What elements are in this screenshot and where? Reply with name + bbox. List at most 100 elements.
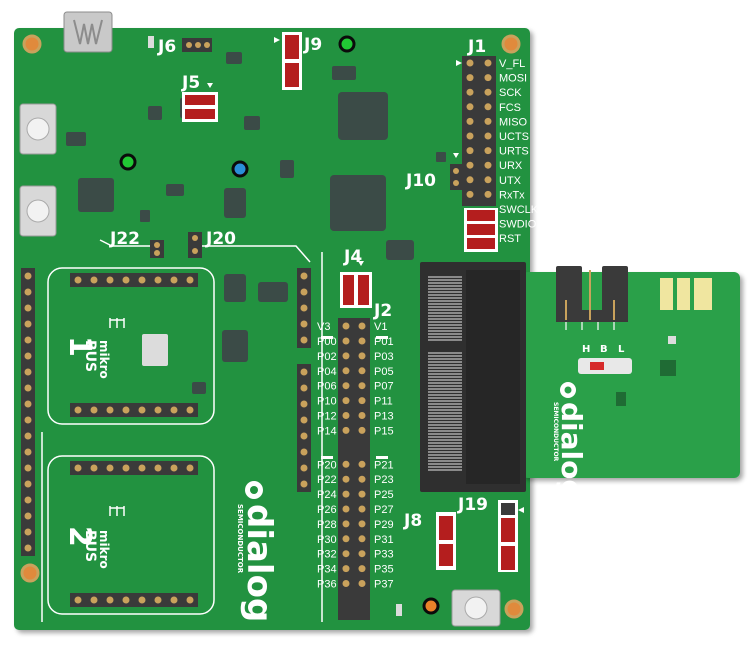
- daughter-board: [522, 272, 740, 478]
- j2-pin-label: P15: [374, 425, 394, 437]
- j2-pin-label: P26: [317, 504, 337, 516]
- contact: [428, 421, 462, 423]
- contact: [428, 415, 462, 417]
- header-j22: [150, 240, 164, 258]
- j1-pin-pad: [466, 88, 474, 96]
- socket-pin-pad: [138, 406, 146, 414]
- socket-pin-pad: [122, 464, 130, 472]
- j2-pin-label: P02: [317, 351, 337, 363]
- socket-pin-pad: [300, 480, 308, 488]
- daughter-header: [556, 266, 628, 322]
- contact: [428, 460, 462, 462]
- socket-pin-pad: [300, 368, 308, 376]
- contact: [428, 282, 462, 284]
- reset-button: [19, 103, 57, 155]
- j2-pin-pad: [358, 475, 366, 483]
- label-j9: J9: [303, 35, 322, 55]
- contact: [428, 279, 462, 281]
- contact: [428, 436, 462, 438]
- socket-pin-pad: [138, 276, 146, 284]
- socket-pin-pad: [186, 464, 194, 472]
- j2-pin-pad: [342, 426, 350, 434]
- label-j1: J1: [467, 37, 486, 57]
- mikrobus-socket-1-outline: [47, 267, 215, 425]
- j2-pin-pad: [342, 565, 350, 573]
- j1-pin-pad: [484, 117, 492, 125]
- socket-pin-pad: [24, 272, 32, 280]
- socket-pin-pad: [154, 464, 162, 472]
- mikrobus-1-brand: mikro: [97, 340, 111, 379]
- connector-contacts: [428, 270, 520, 484]
- socket-pin-pad: [90, 276, 98, 284]
- mikrobus-1-bus: BUS: [82, 340, 98, 372]
- socket-pin-pad: [300, 336, 308, 344]
- j2-pin-label: P07: [374, 381, 394, 393]
- j2-pin-label: P27: [374, 504, 394, 516]
- mikrobus-2-label: mikro BUS 2: [62, 526, 111, 569]
- jumper-j19: [498, 500, 524, 572]
- socket-pin-pad: [154, 406, 162, 414]
- socket-pin-pad: [24, 496, 32, 504]
- contact: [428, 427, 462, 429]
- mikrobus-1-module: [142, 334, 168, 366]
- socket-pin-pad: [24, 512, 32, 520]
- header-j2: [338, 318, 370, 620]
- contact: [428, 385, 462, 387]
- contact: [428, 355, 462, 357]
- j2-pin-label: P37: [374, 579, 394, 591]
- j1-pin-pad: [466, 176, 474, 184]
- socket-pin-pad: [300, 320, 308, 328]
- j2-pin-pad: [358, 565, 366, 573]
- label-j6: J6: [157, 37, 176, 57]
- socket-pin-pad: [138, 464, 146, 472]
- contact: [428, 291, 462, 293]
- jumper-j4: [340, 261, 372, 308]
- j1-pin-pad: [484, 161, 492, 169]
- mikrobus-socket-2-outline: [47, 455, 215, 615]
- contact: [428, 358, 462, 360]
- socket-pin-pad: [186, 276, 194, 284]
- contact: [428, 457, 462, 459]
- contact: [428, 352, 462, 354]
- contact: [428, 315, 462, 317]
- j1-pin-label: SWDIO: [499, 219, 537, 231]
- socket-pin-pad: [74, 464, 82, 472]
- j1-pin-label: UTX: [499, 175, 522, 187]
- j2-marker: [321, 336, 333, 339]
- contact: [428, 412, 462, 414]
- label-j5: J5: [181, 73, 200, 93]
- j2-pin-pad: [358, 550, 366, 558]
- socket-pin-pad: [24, 432, 32, 440]
- j2-pin-label: P30: [317, 534, 337, 546]
- socket-pin-pad: [24, 336, 32, 344]
- socket-header: [70, 403, 198, 417]
- j2-pin-label: P35: [374, 564, 394, 576]
- main-board: [14, 28, 530, 630]
- socket-pin-pad: [24, 384, 32, 392]
- contact: [428, 294, 462, 296]
- socket-pin-pad: [170, 276, 178, 284]
- contact: [428, 312, 462, 314]
- mikrobus-2-bus: BUS: [82, 530, 98, 562]
- j2-pin-label: P21: [374, 459, 394, 471]
- header-j1: [462, 56, 496, 206]
- contact: [428, 300, 462, 302]
- socket-pin-pad: [24, 352, 32, 360]
- j2-pin-label: P20: [317, 459, 337, 471]
- j2-pin-pad: [358, 322, 366, 330]
- socket-pin-pad: [74, 596, 82, 604]
- contact: [428, 379, 462, 381]
- daughter-chip: [616, 360, 676, 406]
- j2-pin-pad: [342, 382, 350, 390]
- socket-pin-pad: [106, 276, 114, 284]
- j1-pin-label: SCK: [499, 87, 522, 99]
- j2-pin-pad: [358, 397, 366, 405]
- j2-pin-label: V3: [317, 321, 330, 333]
- contact: [428, 336, 462, 338]
- j1-pin-pad: [466, 103, 474, 111]
- contact: [428, 318, 462, 320]
- header-j20: [188, 232, 202, 258]
- contact: [428, 306, 462, 308]
- gold-pad-dividers: [673, 278, 694, 310]
- socket-pin-pad: [24, 368, 32, 376]
